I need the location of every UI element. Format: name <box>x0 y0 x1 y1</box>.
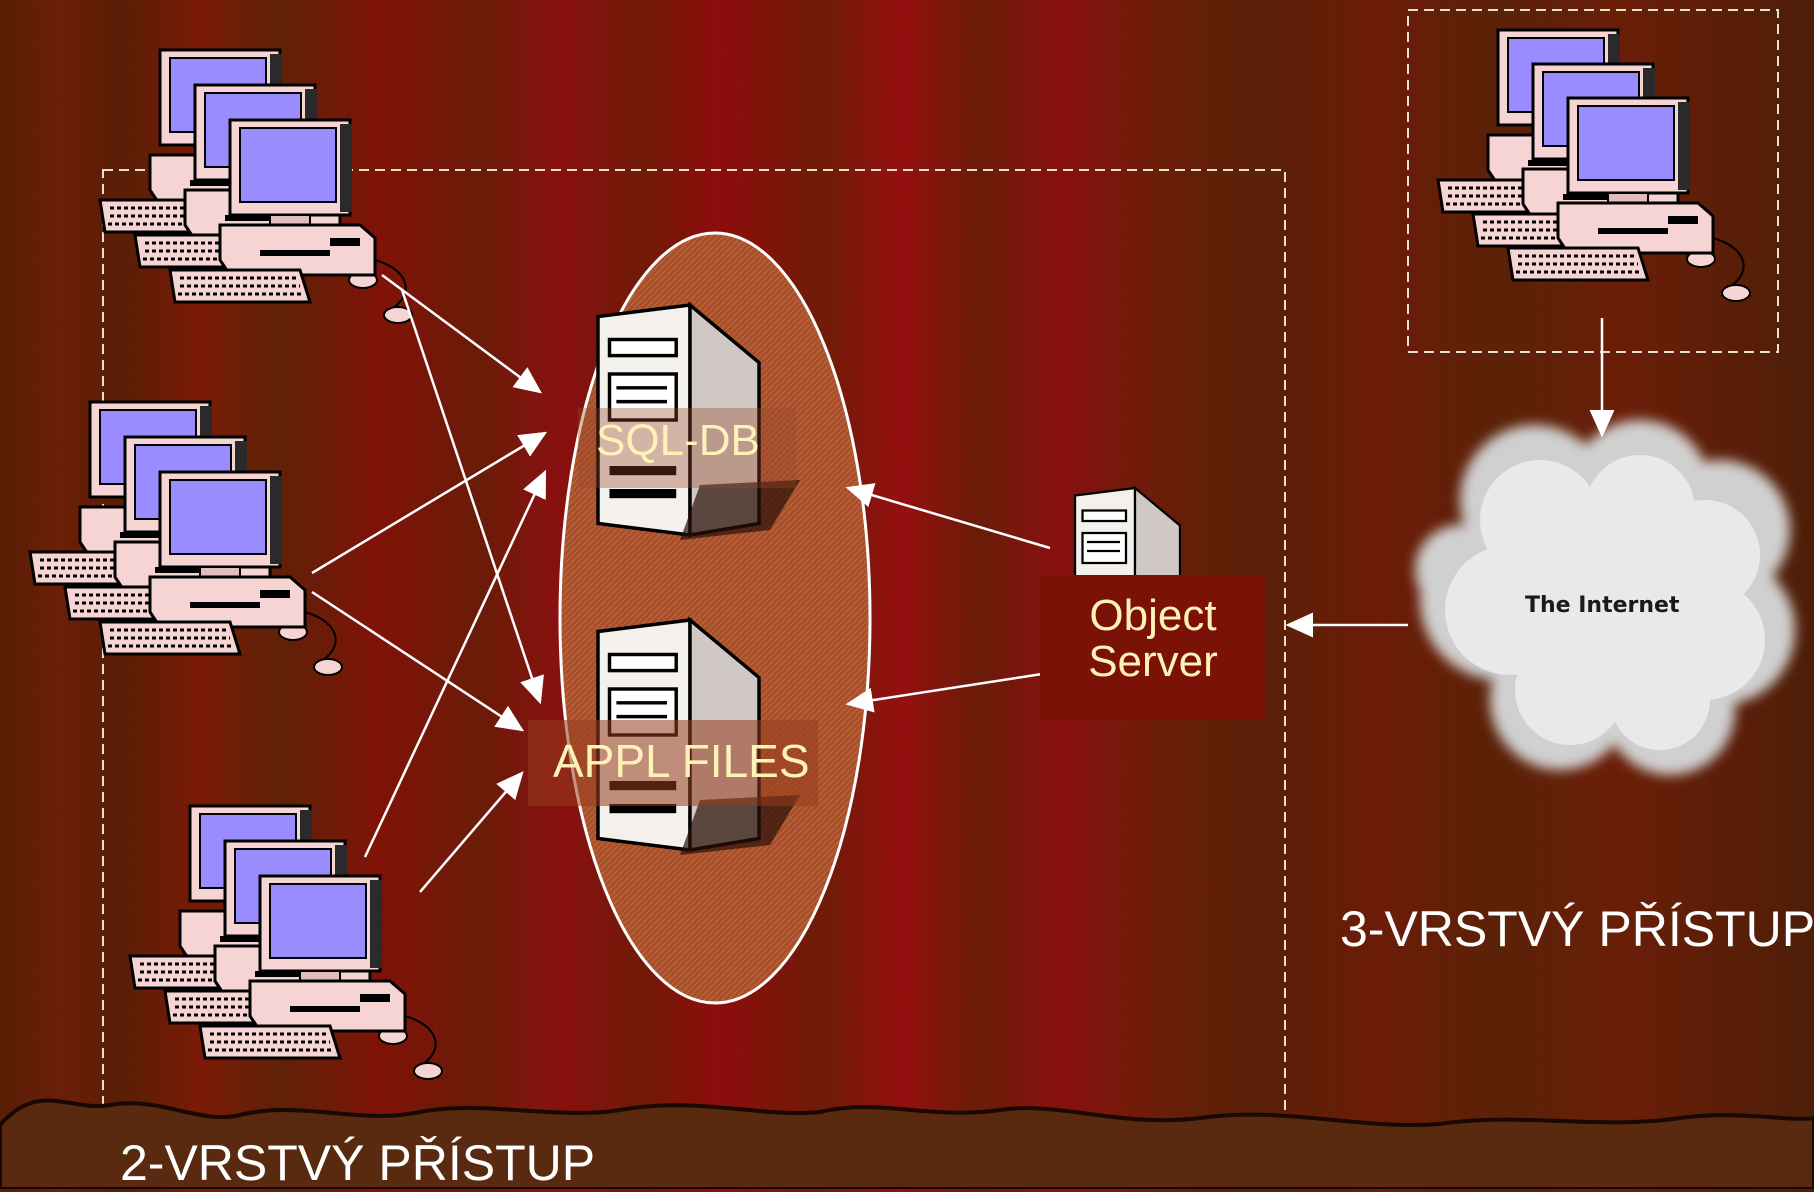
computer-stack-icon <box>1436 28 1752 303</box>
cloud-icon <box>1415 420 1795 775</box>
internet-label: The Internet <box>1525 593 1680 618</box>
three-tier-client-boundary <box>1407 9 1779 353</box>
object-server-label-line1: Object <box>1089 591 1217 640</box>
sql-db-label: SQL-DB <box>596 416 760 465</box>
appl-files-label-box <box>528 720 818 806</box>
object-server-label-line2: Server <box>1088 637 1218 687</box>
connection-arrows <box>311 273 1615 893</box>
two-tier-caption: 2-VRSTVÝ PŘÍSTUP <box>120 1135 596 1191</box>
three-tier-caption: 3-VRSTVÝ PŘÍSTUP <box>1340 901 1814 957</box>
appl-files-label: APPL FILES <box>553 735 810 787</box>
computer-stack-icon <box>98 48 414 325</box>
computer-stack-icon <box>28 400 344 677</box>
object-server-label: Object Server <box>1040 575 1266 720</box>
computer-stack-icon <box>128 804 444 1081</box>
sql-db-label-box <box>578 408 796 488</box>
